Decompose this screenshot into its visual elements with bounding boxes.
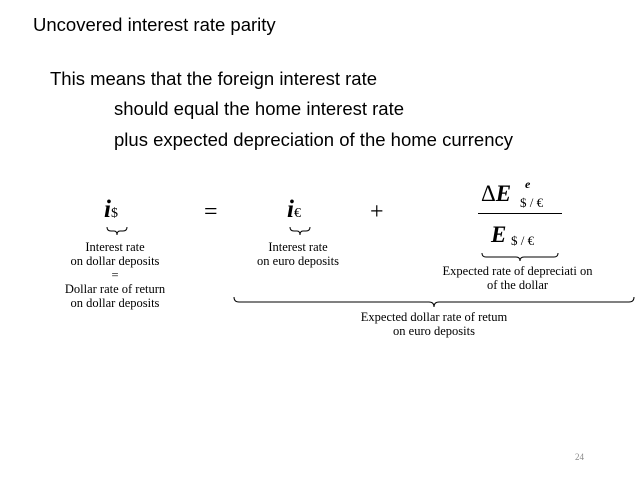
page-number: 24	[575, 452, 584, 462]
dollar-interest-subscript: $	[110, 206, 118, 221]
caption-line: Interest rate	[85, 240, 145, 254]
caption-line: of the dollar	[486, 278, 549, 292]
caption-line: Expected rate of depreciati on	[442, 264, 593, 278]
dollar-interest-term: i$	[104, 196, 118, 224]
denominator-subscript: $ / €	[511, 233, 535, 248]
caption-line: Dollar rate of return	[64, 282, 166, 296]
euro-interest-term: i€	[287, 196, 301, 224]
numerator-subscript: $ / €	[520, 195, 544, 210]
caption-line: Interest rate	[268, 240, 328, 254]
fraction-bar	[478, 213, 562, 214]
euro-interest-caption: Interest rate on euro deposits	[228, 240, 368, 268]
fraction-numerator: ΔE	[481, 181, 511, 207]
expected-superscript: e	[525, 177, 531, 191]
euro-underbrace	[289, 226, 311, 236]
euro-interest-subscript: €	[293, 206, 301, 221]
equals-sign: =	[204, 199, 218, 225]
depreciation-underbrace	[481, 252, 559, 262]
denominator-rate-symbol: E	[491, 222, 507, 247]
euro-return-underbrace	[233, 296, 635, 308]
caption-line: on euro deposits	[393, 324, 475, 338]
second-line: should equal the home interest rate	[114, 98, 405, 119]
caption-line: on euro deposits	[257, 254, 339, 268]
third-line: plus expected depreciation of the home c…	[114, 129, 514, 150]
intro-line: This means that the foreign interest rat…	[50, 68, 378, 89]
dollar-interest-symbol: i	[104, 196, 111, 223]
euro-return-caption: Expected dollar rate of retum on euro de…	[309, 310, 559, 338]
expected-rate-symbol: E	[495, 181, 512, 206]
euro-interest-symbol: i	[287, 196, 294, 223]
dollar-interest-caption: Interest rate on dollar deposits = Dolla…	[30, 240, 200, 310]
dollar-underbrace	[106, 226, 128, 236]
caption-line: =	[111, 268, 119, 282]
slide-title: Uncovered interest rate parity	[33, 14, 276, 35]
caption-line: Expected dollar rate of retum	[360, 310, 508, 324]
plus-sign: +	[370, 199, 384, 225]
delta-symbol: Δ	[481, 181, 496, 206]
caption-line: on dollar deposits	[70, 254, 160, 268]
depreciation-caption: Expected rate of depreciati on of the do…	[395, 264, 638, 292]
caption-line: on dollar deposits	[70, 296, 160, 310]
